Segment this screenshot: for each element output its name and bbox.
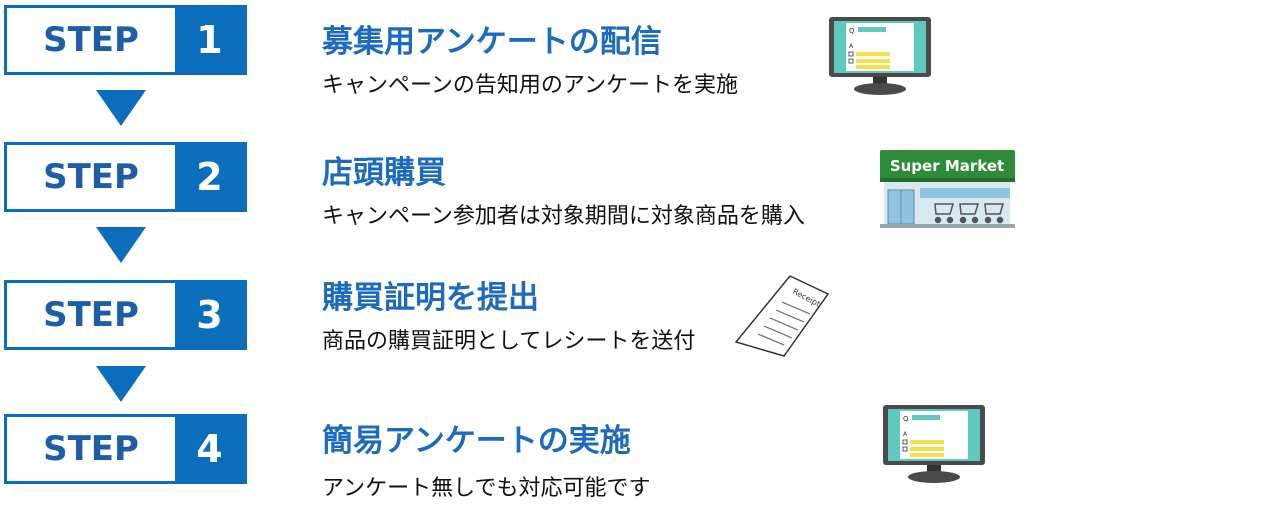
step-number: 4 <box>175 417 244 481</box>
step-label: STEP <box>43 429 139 469</box>
step-2-description: キャンペーン参加者は対象期間に対象商品を購入 <box>322 204 805 229</box>
svg-text:A: A <box>903 431 908 438</box>
svg-text:Q: Q <box>849 27 855 35</box>
supermarket-icon: Super Market <box>880 150 1015 228</box>
down-arrow-icon <box>96 90 146 126</box>
svg-text:Super Market: Super Market <box>890 157 1004 175</box>
step-2-title: 店頭購買 <box>322 155 446 191</box>
down-arrow-icon <box>96 227 146 263</box>
step-3-title: 購買証明を提出 <box>322 280 539 316</box>
monitor-survey-icon: Q A <box>829 17 931 95</box>
step-4-description: アンケート無しでも対応可能です <box>322 476 651 501</box>
step-number: 1 <box>175 8 244 72</box>
step-4-box: STEP 4 <box>4 414 247 484</box>
svg-text:Q: Q <box>903 415 909 423</box>
svg-text:A: A <box>849 43 854 50</box>
monitor-survey-icon: Q A <box>883 405 985 483</box>
step-number: 3 <box>175 283 244 347</box>
step-4-title: 簡易アンケートの実施 <box>322 423 631 459</box>
step-2-box: STEP 2 <box>4 142 247 212</box>
step-1-title: 募集用アンケートの配信 <box>322 24 662 60</box>
step-label: STEP <box>43 157 139 197</box>
step-3-description: 商品の購買証明としてレシートを送付 <box>322 329 696 354</box>
step-number: 2 <box>175 145 244 209</box>
down-arrow-icon <box>96 366 146 402</box>
step-label: STEP <box>43 295 139 335</box>
step-1-box: STEP 1 <box>4 5 247 75</box>
step-1-description: キャンペーンの告知用のアンケートを実施 <box>322 73 739 98</box>
step-3-box: STEP 3 <box>4 280 247 350</box>
step-label: STEP <box>43 20 139 60</box>
receipt-icon: Receipt <box>734 275 830 357</box>
